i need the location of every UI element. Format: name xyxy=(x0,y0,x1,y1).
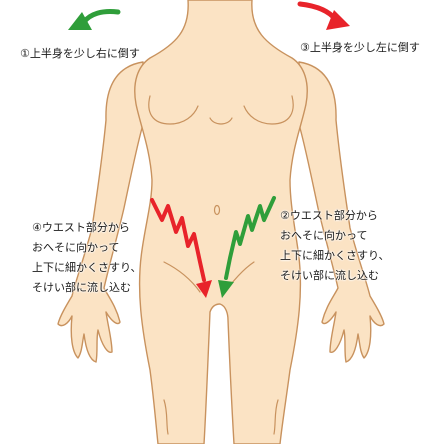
torso xyxy=(134,0,308,444)
center-line xyxy=(209,117,233,125)
step4-line-3: 上下に細かくさすり、 xyxy=(32,261,142,274)
step2-label: ②ウエスト部分から おへそに向かって 上下に細かくさすり、 そけい部に流し込む xyxy=(280,206,390,286)
right-knee-hint xyxy=(273,399,279,435)
step2-line-2: おへそに向かって xyxy=(280,229,368,242)
step1-label: ①上半身を少し右に倒す xyxy=(20,47,140,60)
step2-line-1: ②ウエスト部分から xyxy=(280,209,378,222)
red-zigzag-arrow-icon xyxy=(150,198,212,298)
step4-line-2: おへそに向かって xyxy=(32,241,120,254)
step4-line-4: そけい部に流し込む xyxy=(32,281,131,294)
left-breast-line xyxy=(148,95,199,125)
left-knee-hint xyxy=(163,399,169,435)
right-breast-line xyxy=(243,95,294,125)
green-zigzag-arrow-icon xyxy=(218,196,276,298)
green-curved-arrow-icon xyxy=(68,9,121,30)
step2-line-4: そけい部に流し込む xyxy=(280,269,379,282)
body-figure xyxy=(57,0,385,444)
step4-line-1: ④ウエスト部分から xyxy=(32,221,130,234)
right-arm xyxy=(298,61,385,363)
step2-line-3: 上下に細かくさすり、 xyxy=(280,249,390,262)
step4-label: ④ウエスト部分から おへそに向かって 上下に細かくさすり、 そけい部に流し込む xyxy=(32,218,142,298)
left-groin-line xyxy=(163,261,201,293)
left-arm xyxy=(57,61,144,363)
navel xyxy=(213,204,221,216)
step3-label: ③上半身を少し左に倒す xyxy=(300,41,420,54)
red-curved-arrow-icon xyxy=(297,1,350,30)
